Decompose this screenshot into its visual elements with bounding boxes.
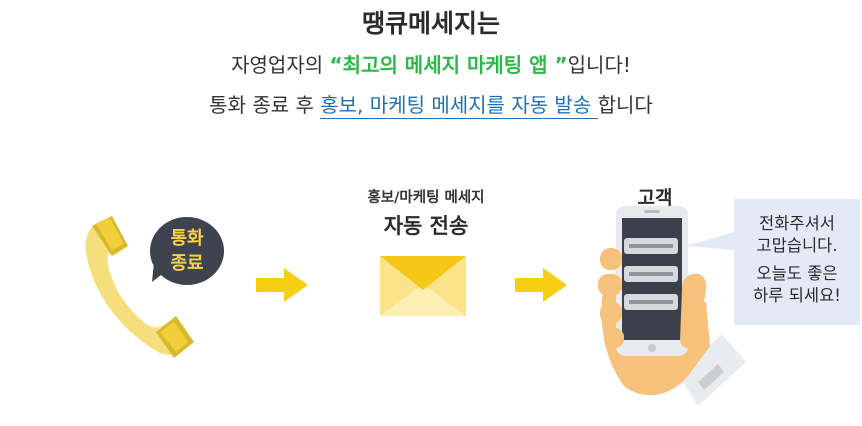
arrow-right-icon bbox=[256, 268, 308, 302]
call-end-badge-line2: 종료 bbox=[170, 253, 204, 274]
tagline: 자영업자의 “최고의 메세지 마케팅 앱 ”입니다! bbox=[0, 49, 862, 78]
customer-message-bubble: 전화주셔서 고맙습니다. 오늘도 좋은 하루 되세요! bbox=[734, 199, 860, 325]
tagline-quote-close: ” bbox=[554, 53, 568, 77]
tagline-suffix: 입니다! bbox=[567, 53, 631, 77]
customer-message-group-2: 오늘도 좋은 하루 되세요! bbox=[734, 263, 860, 307]
customer-message-line4: 하루 되세요! bbox=[753, 286, 841, 305]
arrow-right-icon-2 bbox=[515, 268, 567, 302]
page-title: 땡큐메세지는 bbox=[361, 9, 500, 38]
tagline-prefix: 자영업자의 bbox=[231, 53, 330, 77]
envelope-icon bbox=[380, 256, 466, 316]
customer-message-line2: 고맙습니다. bbox=[756, 236, 838, 255]
phone-handset-icon bbox=[85, 216, 194, 358]
tagline-quote-open: “ bbox=[329, 53, 343, 77]
tagline-highlight: 최고의 메세지 마케팅 앱 bbox=[342, 53, 555, 77]
center-label-big: 자동 전송 bbox=[383, 214, 469, 238]
customer-message-group-1: 전화주셔서 고맙습니다. bbox=[734, 213, 860, 257]
center-label-small: 홍보/마케팅 메세지 bbox=[367, 190, 485, 206]
description: 통화 종료 후 홍보, 마케팅 메세지를 자동 발송 합니다 bbox=[0, 89, 862, 119]
description-prefix: 통화 종료 후 bbox=[209, 93, 321, 117]
customer-message-line1: 전화주셔서 bbox=[759, 214, 835, 233]
description-suffix: 합니다 bbox=[597, 93, 653, 117]
hand-holding-phone-icon bbox=[598, 206, 746, 406]
customer-message-line3: 오늘도 좋은 bbox=[756, 264, 838, 283]
badge-tail bbox=[152, 262, 170, 282]
call-end-badge-line1: 통화 bbox=[170, 228, 204, 249]
description-underlined: 홍보, 마케팅 메세지를 자동 발송 bbox=[320, 93, 598, 119]
customer-label: 고객 bbox=[637, 187, 673, 209]
